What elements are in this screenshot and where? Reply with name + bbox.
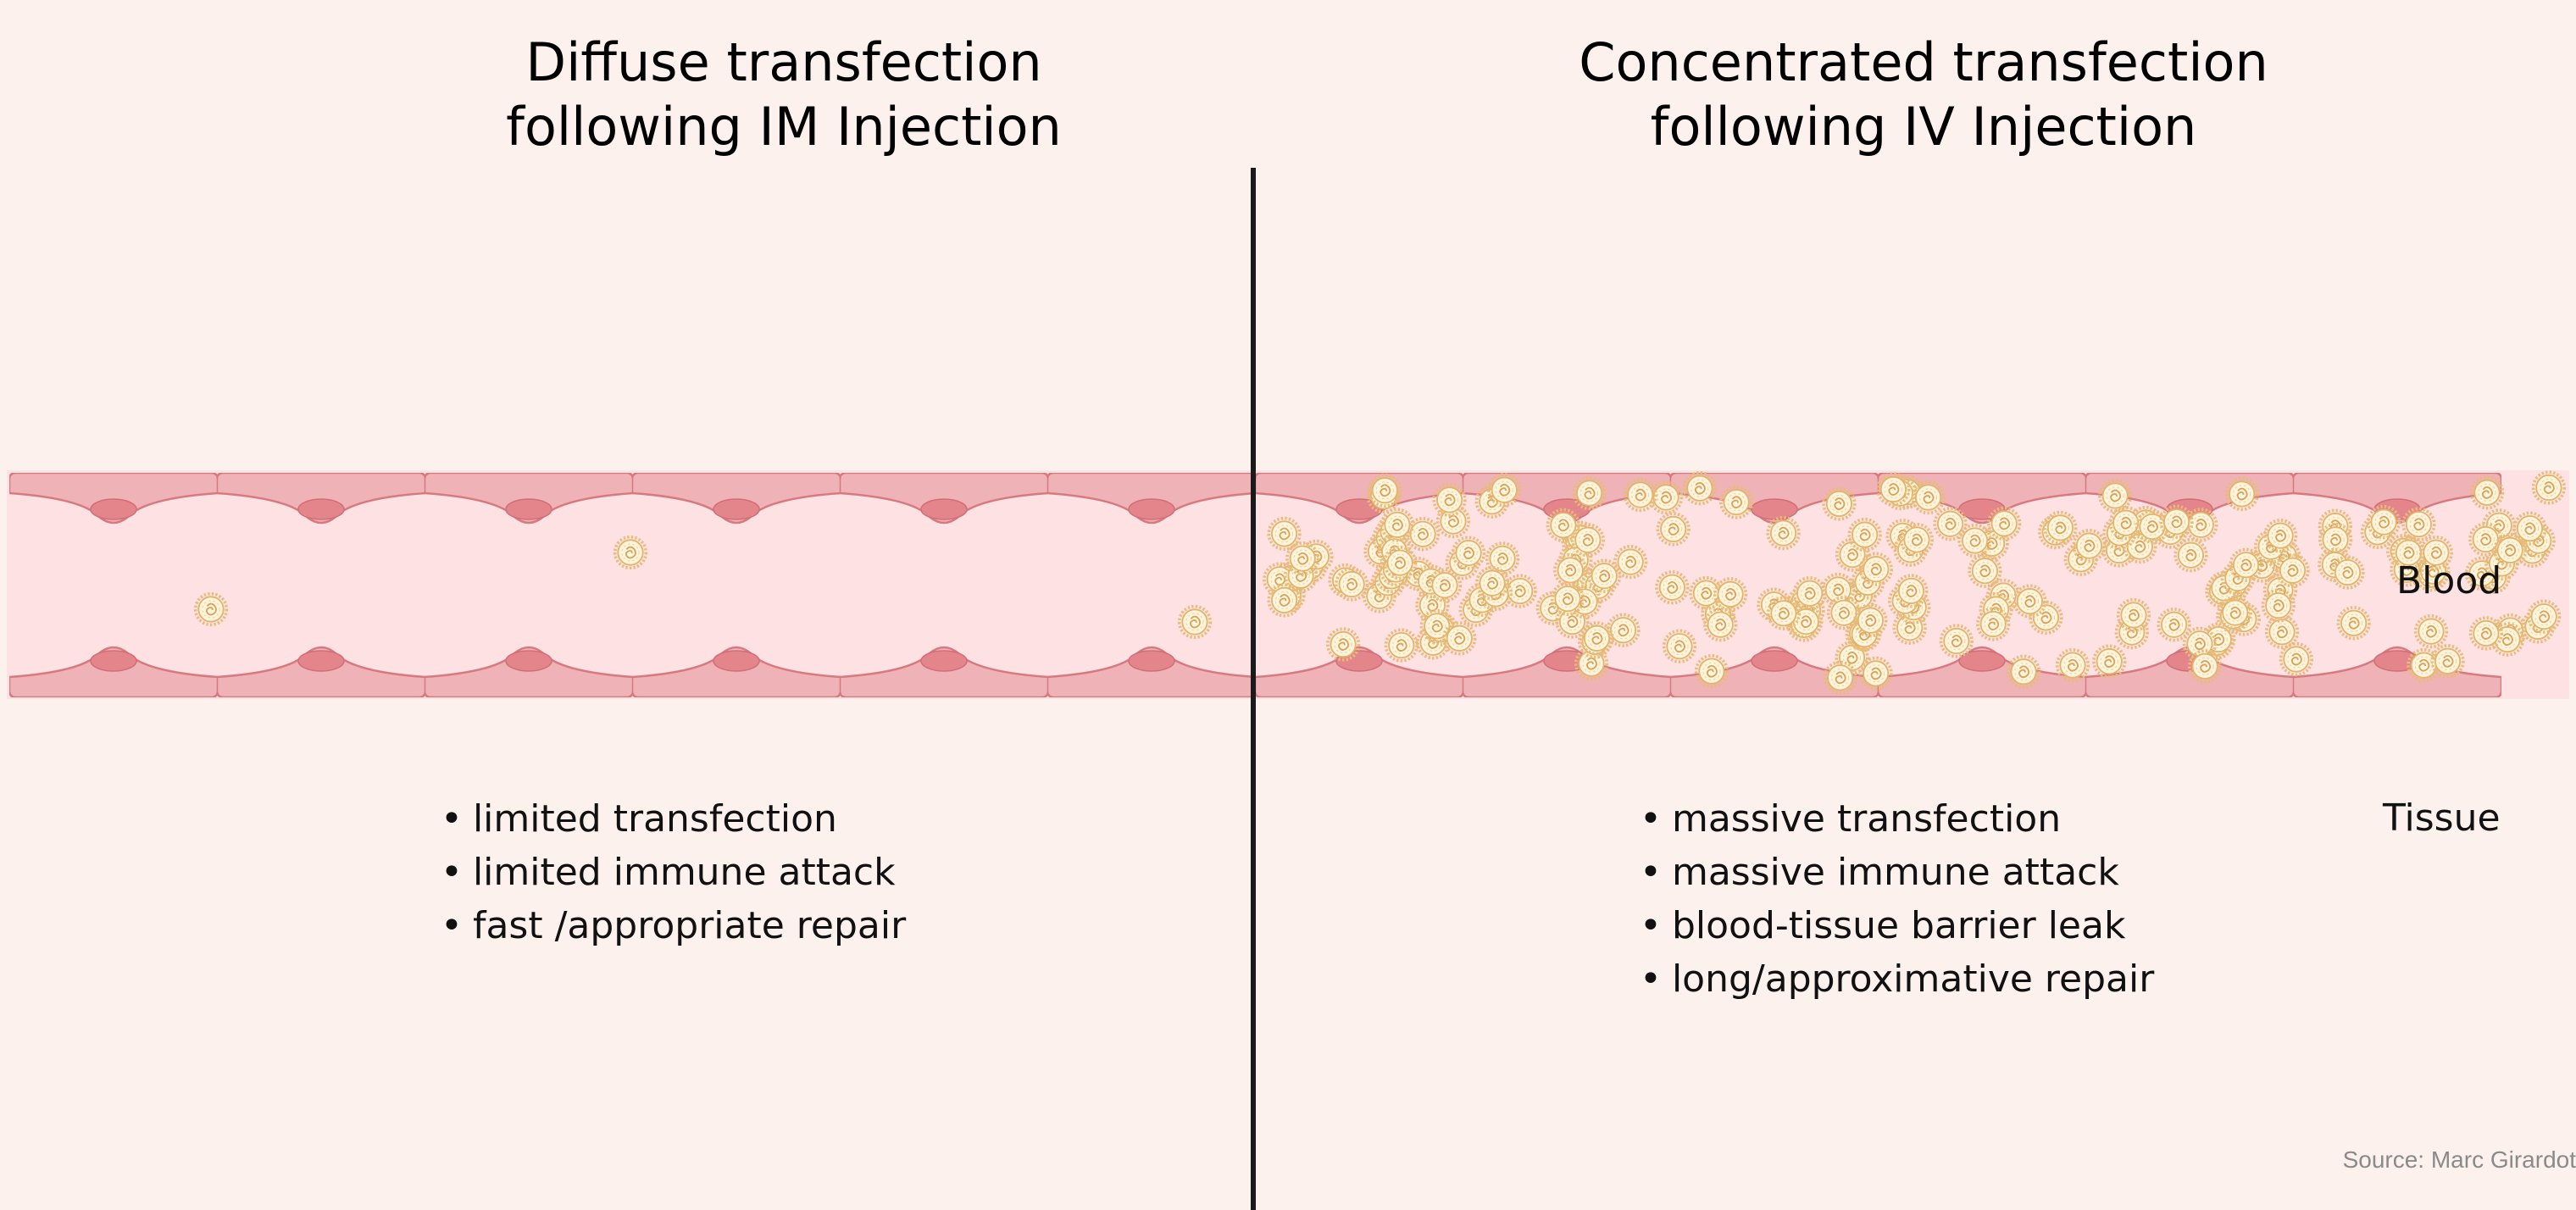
title-im-line-2: following IM Injection bbox=[506, 96, 1062, 158]
title-im-line-1: Diffuse transfection bbox=[525, 31, 1042, 93]
title-im-injection: Diffuse transfection following IM Inject… bbox=[360, 31, 1208, 159]
outcome-item: limited immune attack bbox=[441, 846, 906, 899]
panel-divider bbox=[1251, 168, 1256, 1210]
outcome-item: massive transfection bbox=[1640, 792, 2154, 846]
outcome-item: fast /appropriate repair bbox=[441, 899, 906, 952]
title-iv-line-1: Concentrated transfection bbox=[1579, 31, 2268, 93]
outcome-item: blood-tissue barrier leak bbox=[1640, 899, 2154, 952]
outcome-item: limited transfection bbox=[441, 792, 906, 846]
title-iv-injection: Concentrated transfection following IV I… bbox=[1500, 31, 2347, 159]
blood-label: Blood bbox=[2396, 559, 2502, 602]
outcomes-list-im: limited transfection limited immune atta… bbox=[441, 792, 906, 952]
outcomes-list-iv: massive transfection massive immune atta… bbox=[1640, 792, 2154, 1006]
outcome-item: long/approximative repair bbox=[1640, 952, 2154, 1006]
tissue-label: Tissue bbox=[2383, 796, 2501, 840]
source-credit: Source: Marc Girardot bbox=[2342, 1146, 2576, 1173]
title-iv-line-2: following IV Injection bbox=[1650, 96, 2197, 158]
outcome-item: massive immune attack bbox=[1640, 846, 2154, 899]
